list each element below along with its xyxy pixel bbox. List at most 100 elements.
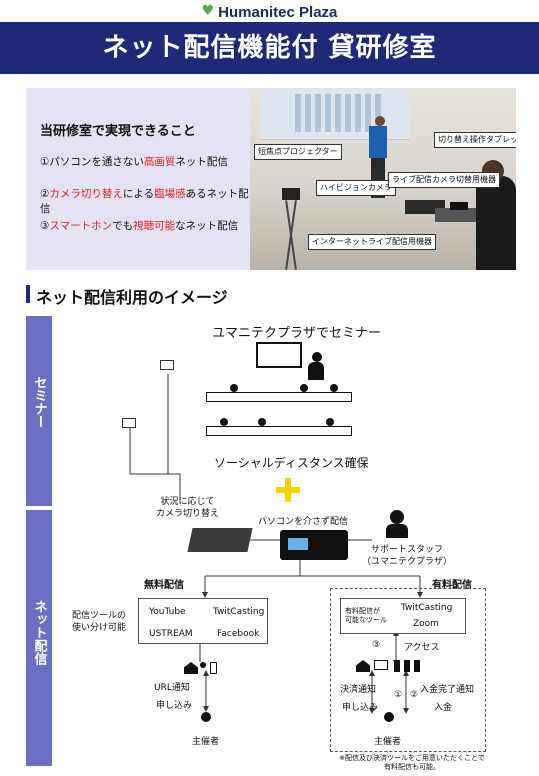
access-label: アクセス	[404, 643, 440, 653]
paid-tools-box: 有料配信が 可能なツール TwitCasting Zoom	[340, 598, 466, 634]
presenter-body	[369, 126, 387, 158]
apply-label: 申し込み	[156, 701, 193, 711]
side-label-net: ネット配信	[26, 510, 52, 766]
whiteboard-icon	[256, 342, 302, 368]
intro-text: ②	[40, 188, 50, 200]
attendee-icon	[330, 384, 338, 392]
deposit-label: 入金	[434, 703, 453, 713]
operator	[476, 176, 516, 270]
footnote-line: 有料配信も可能。	[384, 763, 440, 771]
presenter-icon	[312, 352, 322, 362]
intro-highlight: 視聴可能	[133, 220, 176, 232]
payment-notice-label: 決済通知	[340, 685, 377, 695]
intro-text: による	[122, 188, 155, 200]
attendee-icon	[326, 418, 334, 426]
home-icon-paid	[356, 660, 370, 672]
seminar-heading: ユマニテクプラザでセミナー	[212, 326, 382, 341]
free-tools-box: YouTube TwitCasting USTREAM Facebook	[138, 598, 268, 644]
intro-highlight: 臨場感	[154, 188, 186, 200]
footnote: ※配信及び決済ツールをご用意いただくことで 有料配信も可能。	[334, 754, 490, 772]
heart-icon: ♥	[201, 3, 215, 19]
intro-item-1: ①パソコンを通さない高画質ネット配信	[40, 154, 228, 169]
attendee-icon	[300, 384, 308, 392]
switch-note-line: 状況に応じて	[160, 497, 215, 507]
url-notice-label: URL通知	[154, 683, 190, 693]
camera-icon-2	[122, 418, 136, 428]
num-1: ①	[394, 690, 403, 700]
tablet-icon	[187, 528, 253, 552]
tool-note-line: 使い分け可能	[72, 623, 127, 633]
audience-icon	[394, 660, 424, 672]
organizer-icon	[201, 712, 211, 722]
free-title: 無料配信	[144, 580, 184, 591]
paid-note: 有料配信が 可能なツール	[345, 607, 387, 625]
streaming-device-icon	[280, 530, 348, 560]
intro-item-3: ③スマートホンでも視聴可能なネット配信	[40, 218, 238, 233]
home-icon	[184, 662, 198, 674]
room-photo: 短焦点プロジェクター ハイビジョンカメラ ライブ配信カメラ切替用機器 切り替え操…	[250, 88, 516, 270]
user-icon	[200, 662, 206, 668]
callout-switcher: ライブ配信カメラ切替用機器	[388, 172, 500, 188]
section-title: ネット配信利用のイメージ	[36, 288, 228, 307]
smartphone-icon	[210, 662, 217, 674]
intro-text: あるネット配信	[40, 188, 249, 215]
paid-apply-label: 申し込み	[342, 703, 379, 713]
attendee-icon	[220, 418, 228, 426]
camera-icon	[282, 188, 300, 200]
support-staff-icon	[390, 510, 404, 524]
presenter-head	[375, 116, 385, 126]
distance-note: ソーシャルディスタンス確保	[214, 456, 369, 470]
plus-icon	[276, 478, 300, 502]
paid-note-line: 可能なツール	[345, 616, 387, 624]
intro-highlight: 高画質	[143, 156, 176, 168]
paid-title: 有料配信	[432, 580, 472, 591]
tool-ustream: USTREAM	[149, 629, 193, 639]
attendee-icon	[230, 384, 238, 392]
logo-text: Humanitec Plaza	[218, 4, 338, 21]
desk-row-2	[206, 426, 352, 436]
intro-text: ①パソコンを通さない	[40, 156, 144, 168]
switch-note-line: カメラ切り替え	[156, 509, 220, 519]
switch-note: 状況に応じて カメラ切り替え	[156, 496, 219, 520]
tool-twitcasting: TwitCasting	[213, 607, 265, 617]
logo: ♥Humanitec Plaza	[0, 0, 539, 22]
support-line: サポートスタッフ	[371, 545, 444, 555]
intro-text: ネット配信	[175, 156, 228, 168]
page-title: ネット配信機能付 貸研修室	[0, 22, 539, 74]
no-pc-note: パソコンを介さず配信	[258, 517, 349, 527]
callout-streaming-device: インターネットライブ配信用機器	[308, 234, 436, 250]
callout-projector: 短焦点プロジェクター	[254, 144, 342, 160]
intro-title: 当研修室で実現できること	[40, 124, 196, 139]
paid-tool-twitcasting: TwitCasting	[401, 603, 453, 613]
presenter-icon-body	[308, 362, 324, 380]
footnote-line: ※配信及び決済ツールをご用意いただくことで	[339, 754, 485, 762]
callout-tablet: 切り替え操作タブレット	[434, 132, 516, 148]
intro-text: でも	[112, 220, 134, 232]
tool-facebook: Facebook	[217, 629, 260, 639]
support-staff-label: サポートスタッフ （ユマニテクプラザ）	[362, 544, 452, 568]
paid-tool-zoom: Zoom	[413, 619, 439, 629]
tablet	[450, 202, 468, 210]
intro-text: なネット配信	[175, 220, 239, 232]
projected-slide	[295, 94, 385, 132]
support-staff-icon-body	[386, 524, 408, 538]
tool-note-line: 配信ツールの	[72, 611, 127, 621]
paid-organizer-label: 主催者	[374, 737, 402, 747]
section-marker	[26, 285, 30, 303]
laptop-icon	[374, 660, 388, 670]
payment-complete-label: 入金完了通知	[420, 685, 475, 695]
num-3: ③	[372, 640, 381, 650]
side-label-text: セミナー	[31, 376, 47, 428]
intro-highlight: スマートホン	[49, 220, 113, 232]
support-line: （ユマニテクプラザ）	[362, 557, 453, 567]
callout-camera: ハイビジョンカメラ	[316, 180, 396, 196]
desk-row-1	[206, 392, 352, 402]
camera-icon-1	[160, 360, 174, 370]
paid-note-line: 有料配信が	[345, 607, 380, 615]
intro-text: ③	[40, 220, 50, 232]
tool-note: 配信ツールの 使い分け可能	[72, 610, 126, 634]
intro-item-2: ②カメラ切り替えによる臨場感あるネット配信	[40, 186, 250, 216]
paid-organizer-icon	[384, 712, 394, 722]
num-2: ②	[410, 690, 419, 700]
organizer-label: 主催者	[192, 737, 220, 747]
